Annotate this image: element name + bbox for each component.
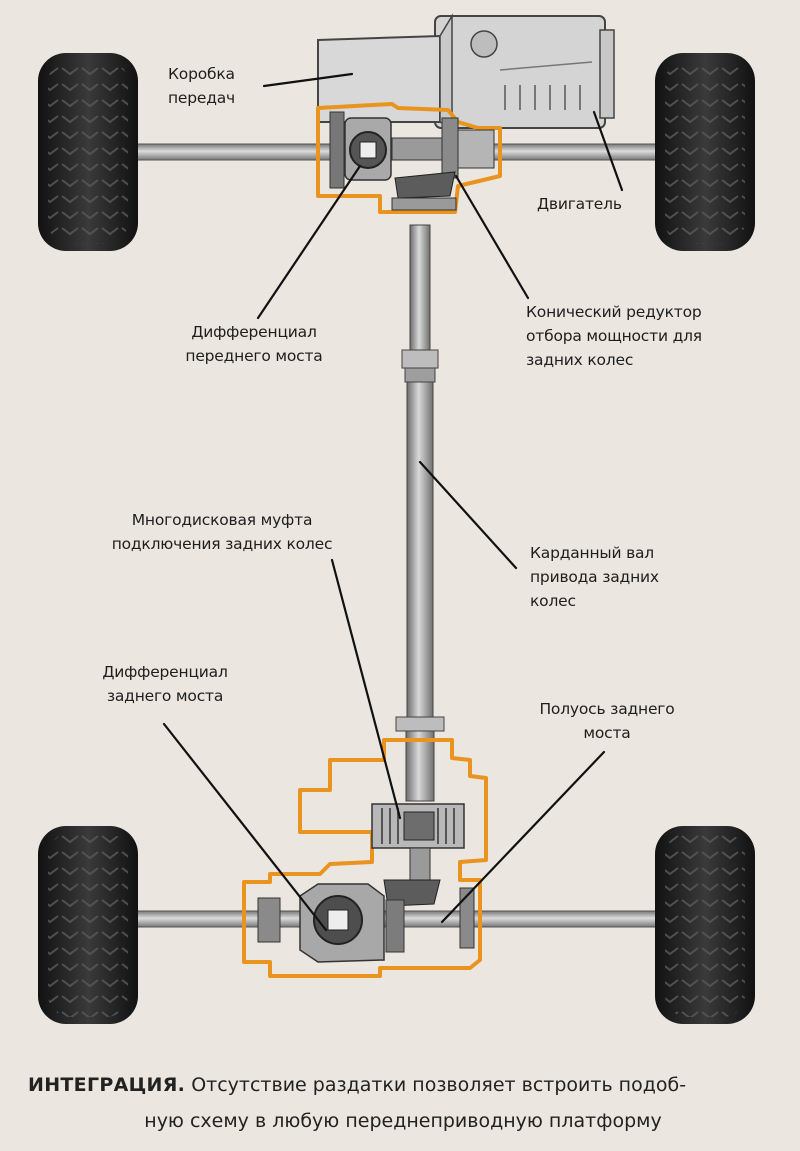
front-transmission-outline bbox=[316, 102, 502, 214]
rear-differential bbox=[257, 879, 475, 963]
rear-right-wheel bbox=[655, 826, 755, 1024]
leader-rear-diff bbox=[162, 722, 328, 932]
front-differential bbox=[329, 111, 443, 189]
leader-clutch bbox=[330, 558, 402, 820]
multidisc-clutch bbox=[371, 803, 465, 883]
caption-title: ИНТЕГРАЦИЯ. bbox=[28, 1074, 186, 1096]
rear-transmission-outline bbox=[242, 738, 488, 978]
leader-gearbox bbox=[262, 72, 354, 88]
label-rear-differential: Дифференциал заднего моста bbox=[102, 663, 228, 705]
leader-front-diff bbox=[256, 164, 362, 320]
label-driveshaft: Карданный вал привода задних колес bbox=[530, 544, 659, 610]
leader-driveshaft bbox=[418, 460, 518, 570]
front-right-wheel bbox=[655, 53, 755, 251]
rear-left-wheel bbox=[38, 826, 138, 1024]
caption-line2: ную схему в любую переднеприводную платф… bbox=[144, 1110, 662, 1132]
label-half-shaft: Полуось заднего моста bbox=[539, 700, 675, 742]
label-gearbox: Коробка передач bbox=[168, 65, 236, 107]
leader-half-shaft bbox=[440, 750, 606, 924]
front-left-wheel bbox=[38, 53, 138, 251]
leader-engine bbox=[592, 110, 624, 192]
leader-bevel-gear bbox=[454, 174, 530, 300]
label-front-differential: Дифференциал переднего моста bbox=[185, 323, 323, 365]
front-bevel-gear bbox=[391, 117, 495, 211]
caption-line1: Отсутствие раздатки позволяет встроить п… bbox=[185, 1074, 687, 1096]
engine-block bbox=[434, 15, 615, 129]
label-multidisc-clutch: Многодисковая муфта подключения задних к… bbox=[111, 511, 333, 553]
cardan-driveshaft bbox=[395, 224, 445, 802]
label-engine: Двигатель bbox=[537, 195, 622, 213]
figure-caption: ИНТЕГРАЦИЯ. Отсутствие раздатки позволяе… bbox=[28, 1067, 778, 1139]
label-bevel-gear: Конический редуктор отбора мощности для … bbox=[526, 303, 702, 369]
